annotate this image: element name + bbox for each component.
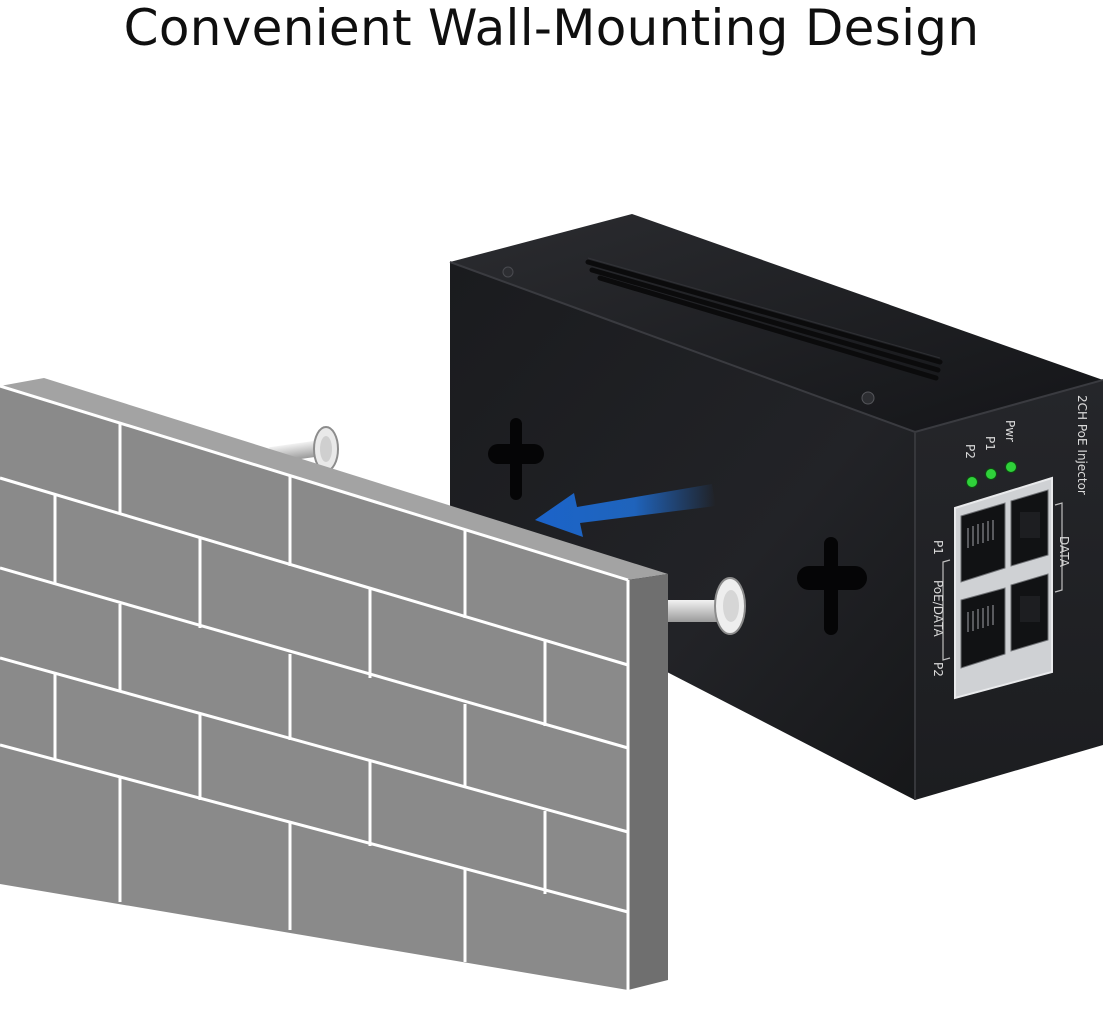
brick-wall (0, 378, 668, 990)
device-model-label: 2CH PoE Injector (1075, 395, 1089, 495)
port-label-poe-data: PoE/DATA (931, 580, 945, 637)
led-label-p1: P1 (983, 436, 997, 451)
screw-icon (269, 426, 339, 472)
led-label-p2: P2 (963, 444, 977, 459)
rj45-port-icon (1010, 489, 1049, 567)
rj45-port-icon (960, 587, 1006, 669)
mount-arrow-icon (535, 484, 716, 537)
keyhole-slot-icon (488, 418, 544, 500)
screw-icon (502, 266, 514, 278)
screw-icon (660, 577, 746, 635)
rj45-port-icon (1010, 573, 1049, 652)
page-title: Convenient Wall-Mounting Design (123, 0, 980, 57)
port-panel (942, 476, 1063, 700)
poe-injector-device: 2CH PoE Injector Pwr P1 P2 DATA PoE/DATA… (449, 214, 1103, 800)
led-indicators (966, 461, 1017, 488)
led-indicator-icon (1005, 461, 1017, 473)
port-label-p2: P2 (931, 662, 945, 677)
device-side-face (450, 262, 915, 800)
screw-icon (861, 391, 875, 405)
port-label-p1: P1 (931, 540, 945, 555)
led-label-pwr: Pwr (1003, 420, 1017, 442)
led-indicator-icon (985, 468, 997, 480)
vent-slots (585, 259, 943, 381)
led-indicator-icon (966, 476, 978, 488)
keyhole-slot-icon (797, 537, 867, 635)
port-label-data: DATA (1057, 536, 1071, 568)
rj45-port-icon (960, 502, 1006, 583)
